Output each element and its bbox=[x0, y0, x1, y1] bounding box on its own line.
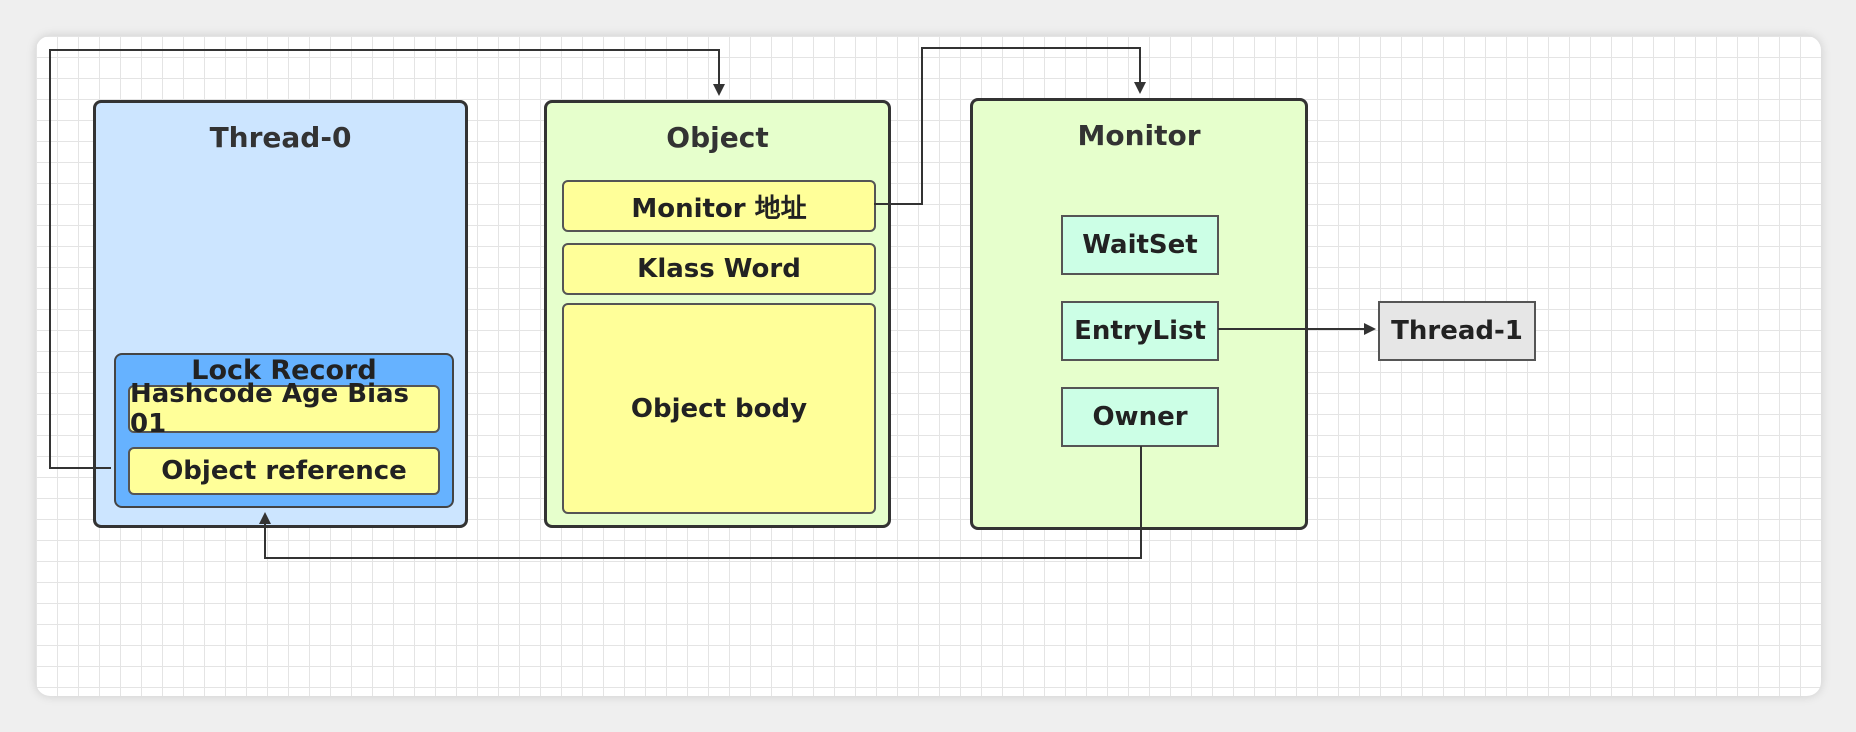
thread-0-box: Thread-0 Lock Record Hashcode Age Bias 0… bbox=[93, 100, 468, 528]
monitor-box: Monitor WaitSet EntryList Owner bbox=[970, 98, 1308, 530]
waitset-field: WaitSet bbox=[1061, 215, 1219, 275]
klass-word-field: Klass Word bbox=[562, 243, 876, 295]
monitor-title: Monitor bbox=[1077, 119, 1201, 152]
entrylist-field: EntryList bbox=[1061, 301, 1219, 361]
diagram-canvas: Thread-0 Lock Record Hashcode Age Bias 0… bbox=[36, 36, 1821, 696]
monitor-address-field: Monitor 地址 bbox=[562, 180, 876, 232]
object-reference-field: Object reference bbox=[128, 447, 440, 495]
object-body-field: Object body bbox=[562, 303, 876, 514]
thread-1-box: Thread-1 bbox=[1378, 301, 1536, 361]
hashcode-age-bias-field: Hashcode Age Bias 01 bbox=[128, 379, 440, 439]
owner-field: Owner bbox=[1061, 387, 1219, 447]
lock-record-box: Lock Record Hashcode Age Bias 01 Object … bbox=[114, 353, 454, 508]
object-box: Object Monitor 地址 Klass Word Object body bbox=[544, 100, 891, 528]
object-title: Object bbox=[666, 121, 769, 154]
thread-0-title: Thread-0 bbox=[209, 121, 352, 154]
